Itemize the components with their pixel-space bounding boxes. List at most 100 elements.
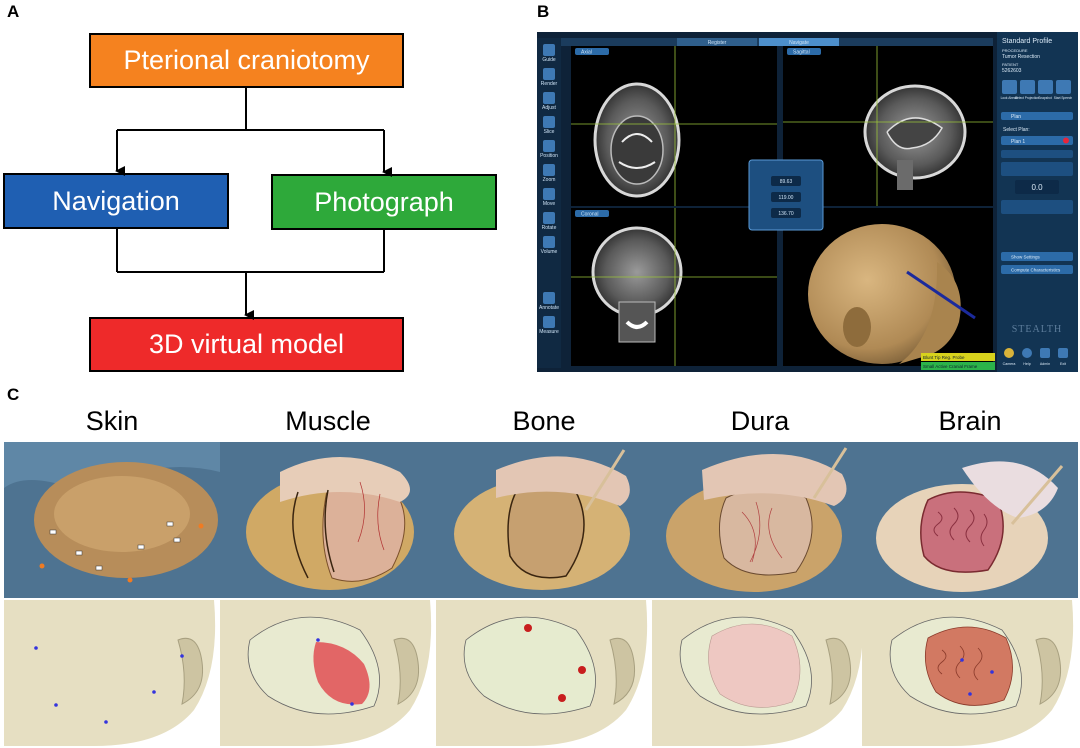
crosshair-value-field[interactable] [771, 176, 801, 186]
plan-record-icon [1063, 137, 1069, 144]
view-label-axial: Axial [581, 50, 592, 56]
plan-section-header[interactable] [1001, 112, 1073, 120]
render-icon[interactable] [543, 68, 555, 80]
model-bone [436, 600, 652, 746]
slice-icon[interactable] [543, 116, 555, 128]
flow-box-label: Pterional craniotomy [123, 45, 370, 75]
status-frame [921, 362, 995, 370]
flow-box-pterional-craniotomy: Pterional craniotomy [89, 33, 404, 88]
model-dura-tissue [708, 623, 801, 708]
axial-detail [618, 133, 656, 169]
fiducial-markers [49, 521, 181, 571]
guide-icon[interactable] [543, 44, 555, 56]
crosshair-value-field[interactable] [771, 192, 801, 202]
patient-id: 5262603 [1002, 68, 1022, 74]
toolbar-label: Rotate [542, 225, 557, 231]
toolbar-label: Volume [541, 249, 558, 255]
photo-bone [436, 442, 652, 598]
sagittal-detail [886, 117, 943, 150]
start-speech-button[interactable] [1056, 80, 1071, 94]
help-icon[interactable] [1022, 348, 1032, 358]
flow-box-3d-virtual-model: 3D virtual model [89, 317, 404, 372]
toolbar-label: Annotate [539, 305, 559, 311]
model-brain-tissue [924, 626, 1013, 706]
model-head-surface [4, 600, 216, 746]
stealth-logo: STEALTH [1012, 324, 1063, 335]
crosshairs [571, 46, 993, 366]
flow-box-label: Navigation [52, 185, 180, 216]
column-title-brain: Brain [938, 406, 1002, 436]
tab-register[interactable] [677, 38, 757, 46]
right-button-label: Start Speech [1054, 96, 1073, 100]
plan-selector[interactable] [1001, 136, 1073, 145]
flowchart-connectors [115, 88, 392, 320]
column-title-dura: Dura [730, 406, 790, 436]
tab-label-navigate: Navigate [789, 40, 809, 46]
navigation-screen-graphic: Guide Render Adjust Slice Position Zoom … [537, 32, 1078, 372]
bottom-button-labels: Camera Help Admin Exit [1003, 362, 1066, 366]
bottom-button-label: Exit [1060, 362, 1066, 366]
bottom-button-label: Camera [1003, 362, 1016, 366]
retracted-scalp [280, 457, 410, 502]
view-label-sagittal: Sagittal [793, 50, 810, 56]
plan-mode-toggle[interactable] [1001, 162, 1073, 176]
crosshair-value: 89.63 [780, 179, 793, 185]
volume-icon[interactable] [543, 236, 555, 248]
plan-section-label: Plan [1011, 114, 1021, 120]
photo-muscle [220, 442, 436, 598]
zoom-icon[interactable] [543, 164, 555, 176]
show-settings-button[interactable] [1001, 252, 1073, 261]
snapshot-button[interactable] [1038, 80, 1053, 94]
column-title-skin: Skin [85, 406, 139, 436]
plan-controls[interactable] [1001, 150, 1073, 158]
measure-icon[interactable] [543, 316, 555, 328]
compute-characteristics-button[interactable] [1001, 265, 1073, 274]
tab-label-register: Register [708, 40, 727, 46]
tab-navigate[interactable] [759, 38, 839, 46]
photo-brain [862, 442, 1078, 598]
flow-box-label: Photograph [314, 186, 454, 217]
bone-flap [507, 483, 585, 579]
rotate-icon[interactable] [543, 212, 555, 224]
model-bone-flap [463, 616, 596, 715]
plan-slider[interactable] [1001, 200, 1073, 214]
toolbar-labels: Guide Render Adjust Slice Position Zoom … [539, 57, 559, 335]
crosshair-value-field[interactable] [771, 208, 801, 218]
profile-title: Standard Profile [1002, 38, 1052, 45]
plan-name: Plan 1 [1011, 139, 1025, 145]
select-plan-label: Select Plan: [1003, 127, 1030, 133]
camera-icon[interactable] [1004, 348, 1014, 358]
bottom-button-label: Help [1023, 362, 1030, 366]
adjust-icon[interactable] [543, 92, 555, 104]
toolbar-label: Render [541, 81, 558, 87]
crosshair-value: 136.70 [778, 211, 794, 217]
model-burr-holes [524, 624, 586, 702]
axial-brain-region [610, 115, 664, 185]
annotate-icon[interactable] [543, 292, 555, 304]
select-projection-button[interactable] [1020, 80, 1035, 94]
plan-value-field[interactable] [1015, 180, 1059, 194]
look-ahead-button[interactable] [1002, 80, 1017, 94]
exit-icon[interactable] [1058, 348, 1068, 358]
toolbar-label: Slice [544, 129, 555, 135]
right-button-labels: Look Ahead Select Projection Snapshot St… [1001, 96, 1073, 100]
panel-letter-c: C [7, 385, 20, 404]
3d-ear-render [843, 307, 871, 347]
model-fiducials [34, 646, 184, 724]
right-button-label: Select Projection [1015, 96, 1039, 100]
probe-trajectory-line [906, 270, 976, 320]
coronal-neck [618, 301, 656, 343]
status-probe-label: Blunt Tip Reg. Probe [923, 355, 965, 360]
move-icon[interactable] [543, 188, 555, 200]
dura-surface [719, 487, 813, 576]
admin-icon[interactable] [1040, 348, 1050, 358]
panel-letter-a: A [7, 2, 20, 21]
position-icon[interactable] [543, 140, 555, 152]
compute-characteristics-label: Compute Characteristics [1011, 268, 1061, 273]
right-button-row [1002, 80, 1071, 94]
model-muscle-tissue [313, 642, 370, 705]
bottom-button-row [1004, 348, 1068, 358]
procedure-value: Tumor Resection [1002, 54, 1040, 60]
tab-labels: Register Navigate [708, 40, 809, 46]
sagittal-brainstem [897, 160, 913, 190]
